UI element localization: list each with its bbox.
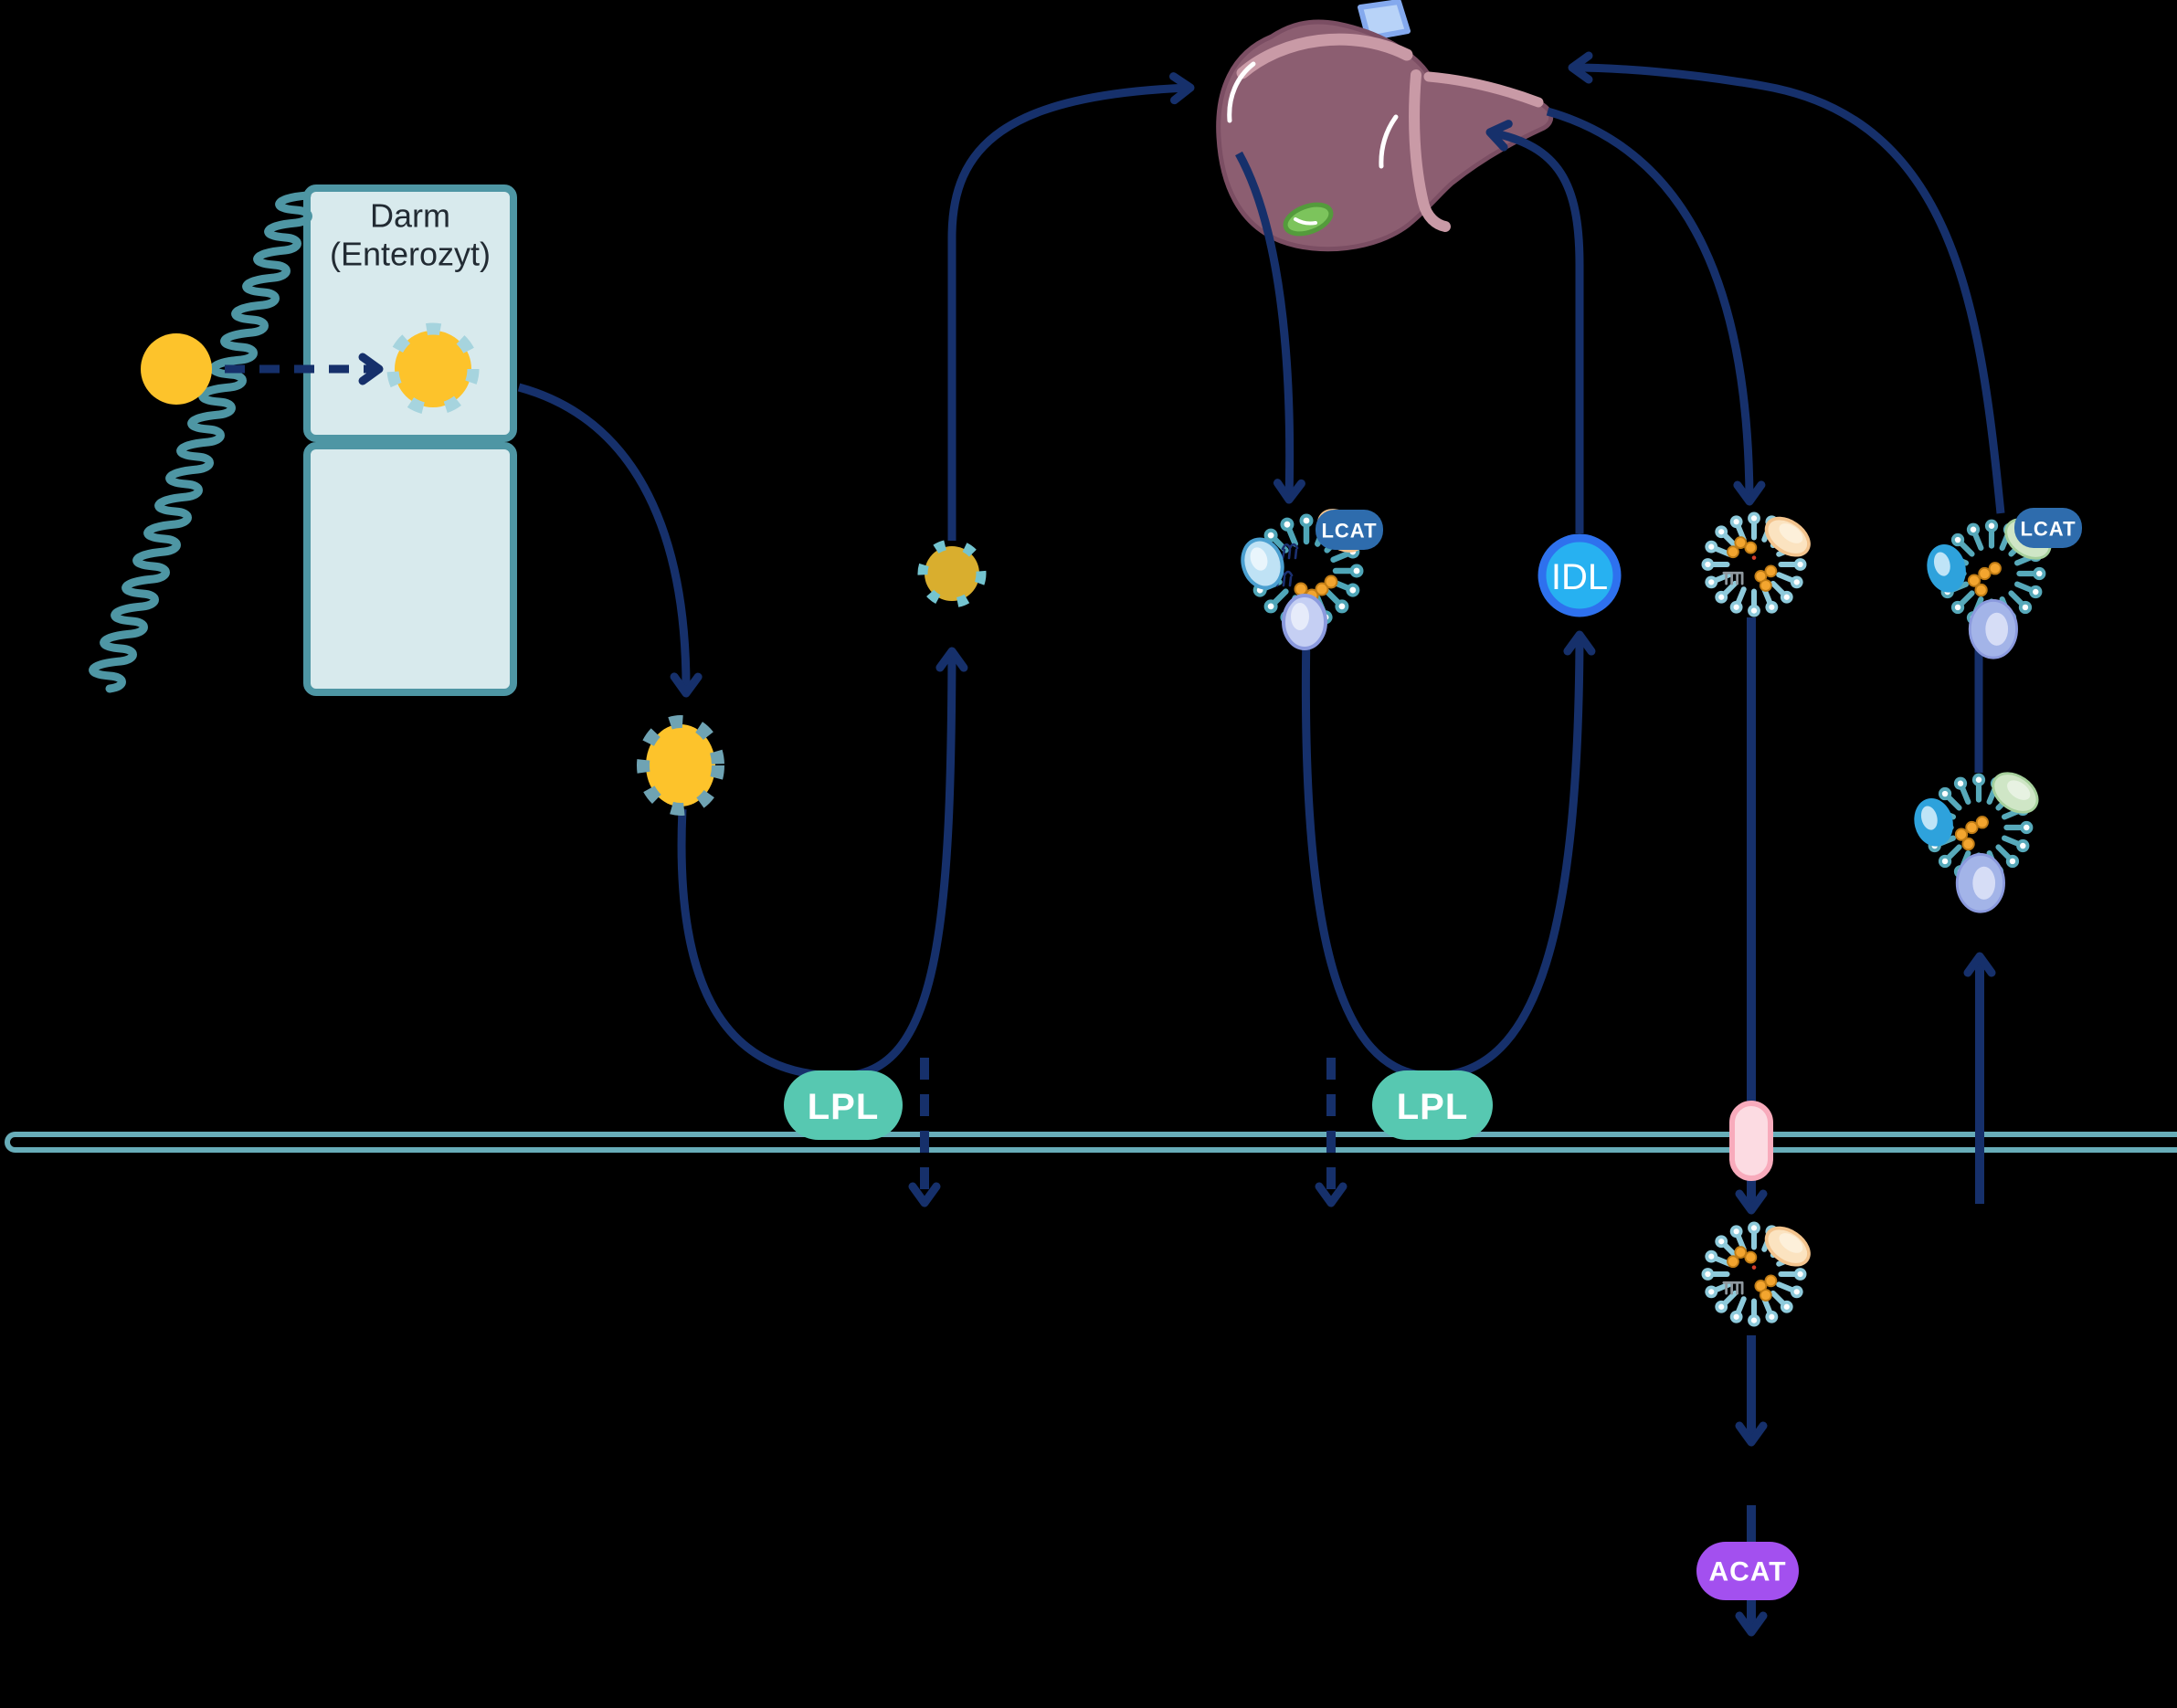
apolipoprotein-dashes [917, 539, 987, 608]
apolipoprotein-dashes [386, 322, 480, 416]
arrow-hdl-to-liver [1568, 51, 2005, 514]
arrow-chylomicron-secretion [517, 383, 703, 698]
ldl-particle-internalized [1702, 1220, 1816, 1326]
acat-pill [1696, 1542, 1799, 1600]
arrow-liver-to-vldl [1235, 151, 1305, 504]
hdl-nascent-particle [1909, 765, 2045, 912]
chylomicron-core [646, 724, 715, 807]
liver-icon [1216, 0, 1554, 252]
idl-label: IDL [1551, 557, 1608, 597]
lpl-label: LPL [1397, 1087, 1469, 1127]
liver-highlight-mid [1379, 114, 1399, 169]
ldl-receptor [1729, 1101, 1773, 1181]
lpl-pill [1372, 1070, 1493, 1140]
liver-top-ridge [1236, 33, 1413, 79]
acat-label: ACAT [1708, 1557, 1786, 1587]
arrow-idl-to-liver [1485, 120, 1584, 533]
gallbladder-icon [1283, 202, 1334, 237]
lpl-pill [784, 1070, 903, 1140]
cell-membrane [5, 1132, 2177, 1153]
apolipoprotein-dashes [637, 715, 724, 816]
vena-cava-stub-icon [1358, 0, 1411, 41]
ldl-particle [1702, 511, 1816, 617]
enterocyte-label-line1: Darm [370, 197, 450, 235]
lcat-badge-vldl: LCAT [1316, 510, 1383, 550]
lcat-label: LCAT [2020, 518, 2076, 541]
liver-falciform-ligament [1409, 69, 1451, 232]
lcat-badge-hdl: LCAT [2014, 508, 2082, 548]
brush-border-villi-icon [89, 191, 312, 693]
enterocyte-cell-bottom [303, 442, 517, 696]
lpl-label: LPL [808, 1087, 880, 1127]
chylomicron-particle [637, 715, 724, 816]
chylomicron-core [395, 331, 471, 407]
gallbladder-highlight [1294, 217, 1317, 226]
acat-badge: ACAT [1696, 1542, 1799, 1600]
enterocyte-label-line2: (Enterozyt) [330, 236, 491, 273]
enterocyte-box: Darm (Enterozyt) [89, 185, 517, 696]
arrow-vldl-lpl-loop [1301, 630, 1596, 1081]
liver-highlight-left [1227, 61, 1256, 123]
idl-circle [1538, 533, 1622, 617]
arrow-chylomicron-lpl-loop [677, 647, 968, 1081]
liver-right-ridge [1423, 71, 1544, 108]
lcat-label: LCAT [1321, 520, 1377, 543]
chylomicron-remnant-particle [917, 539, 987, 608]
lcat-pill [2014, 508, 2082, 548]
lcat-pill [1316, 510, 1383, 550]
dietary-fat-droplet [141, 333, 212, 405]
arrow-remnant-to-liver [947, 72, 1195, 541]
arrow-liver-to-ldl [1546, 107, 1766, 506]
lpl-badge-right: LPL [1372, 1070, 1493, 1140]
idl-badge: IDL [1538, 533, 1622, 617]
remnant-core [925, 546, 979, 601]
lpl-badge-left: LPL [784, 1070, 903, 1140]
chylomicron-in-enterocyte [386, 322, 480, 416]
